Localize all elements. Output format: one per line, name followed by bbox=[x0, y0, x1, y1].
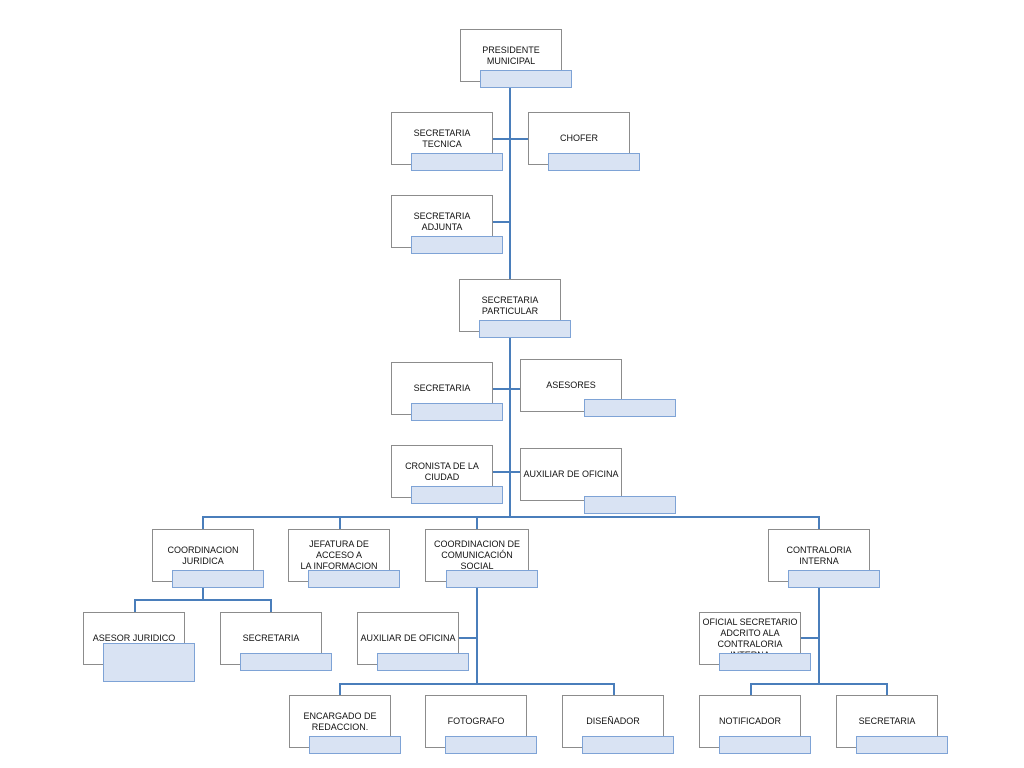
tag-auxiliar-oficina-comunicacion bbox=[377, 653, 469, 671]
tag-notificador bbox=[719, 736, 811, 754]
label-secretaria-adjunta: SECRETARIA ADJUNTA bbox=[413, 210, 471, 232]
tag-secretaria-particular bbox=[479, 320, 571, 338]
box-secretaria-tecnica: SECRETARIA TECNICA bbox=[391, 112, 493, 165]
connector-auxiliar-oficina-2 bbox=[459, 637, 477, 639]
label-coordinacion-juridica: COORDINACION JURIDICA bbox=[167, 544, 239, 566]
connector-secretaria-tecnica bbox=[492, 138, 510, 140]
connector-auxiliar-oficina bbox=[510, 471, 520, 473]
label-auxiliar-oficina-comunicacion: AUXILIAR DE OFICINA bbox=[360, 633, 456, 643]
label-secretaria-particular: SECRETARIA PARTICULAR bbox=[481, 294, 539, 316]
tag-coordinacion-comunicacion-social bbox=[446, 570, 538, 588]
label-presidente-municipal: PRESIDENTE MUNICIPAL bbox=[482, 44, 540, 66]
tag-asesor-juridico bbox=[103, 643, 195, 682]
connector-drop-disenador bbox=[613, 683, 615, 697]
tag-contraloria-interna bbox=[788, 570, 880, 588]
label-auxiliar-oficina: AUXILIAR DE OFICINA bbox=[523, 469, 619, 479]
label-coordinacion-comunicacion-social: COORDINACION DE COMUNICACIÓN SOCIAL bbox=[433, 539, 520, 571]
connector-oficial-secretario bbox=[801, 637, 819, 639]
connector-comunicacion-trunk bbox=[476, 588, 478, 685]
label-secretaria-juridica: SECRETARIA bbox=[242, 633, 300, 643]
connector-drop-contraloria bbox=[818, 516, 820, 530]
connector-contraloria-trunk bbox=[818, 588, 820, 685]
label-encargado-redaccion: ENCARGADO DE REDACCION. bbox=[303, 710, 377, 732]
connector-chofer bbox=[510, 138, 528, 140]
label-secretaria: SECRETARIA bbox=[413, 383, 471, 393]
tag-secretaria-juridica bbox=[240, 653, 332, 671]
label-secretaria-contraloria: SECRETARIA bbox=[858, 716, 916, 726]
connector-drop-comunicacion bbox=[476, 516, 478, 530]
tag-encargado-redaccion bbox=[309, 736, 401, 754]
tag-jefatura-acceso-informacion bbox=[308, 570, 400, 588]
connector-drop-asesor-juridico bbox=[134, 599, 136, 613]
connector-drop-notificador bbox=[750, 683, 752, 697]
connector-comunicacion-bus bbox=[339, 683, 615, 685]
tag-auxiliar-oficina bbox=[584, 496, 676, 514]
connector-asesores bbox=[510, 388, 520, 390]
box-auxiliar-oficina: AUXILIAR DE OFICINA bbox=[520, 448, 622, 501]
tag-disenador bbox=[582, 736, 674, 754]
label-secretaria-tecnica: SECRETARIA TECNICA bbox=[413, 127, 471, 149]
connector-juridica-down bbox=[202, 588, 204, 600]
tag-secretaria-tecnica bbox=[411, 153, 503, 171]
label-asesor-juridico: ASESOR JURIDICO bbox=[92, 633, 176, 643]
connector-contraloria-bus bbox=[750, 683, 888, 685]
label-chofer: CHOFER bbox=[560, 133, 598, 143]
label-asesores: ASESORES bbox=[546, 380, 596, 390]
connector-drop-secretaria-contraloria bbox=[886, 683, 888, 697]
label-notificador: NOTIFICADOR bbox=[719, 716, 781, 726]
tag-secretaria bbox=[411, 403, 503, 421]
connector-level3-bus bbox=[202, 516, 820, 518]
label-jefatura-acceso-informacion: JEFATURA DE ACCESO A LA INFORMACION bbox=[300, 539, 378, 571]
tag-presidente-municipal bbox=[480, 70, 572, 88]
tag-cronista-ciudad bbox=[411, 486, 503, 504]
connector-juridica-bus bbox=[134, 599, 272, 601]
label-fotografo: FOTOGRAFO bbox=[447, 716, 505, 726]
tag-chofer bbox=[548, 153, 640, 171]
connector-drop-secretaria-juridica bbox=[270, 599, 272, 613]
label-contraloria-interna: CONTRALORIA INTERNA bbox=[786, 544, 852, 566]
connector-secretaria bbox=[492, 388, 510, 390]
connector-drop-encargado bbox=[339, 683, 341, 697]
tag-coordinacion-juridica bbox=[172, 570, 264, 588]
label-cronista-ciudad: CRONISTA DE LA CIUDAD bbox=[405, 460, 479, 482]
tag-asesores bbox=[584, 399, 676, 417]
label-disenador: DISEÑADOR bbox=[586, 716, 640, 726]
tag-oficial-secretario bbox=[719, 653, 811, 671]
connector-secretaria-adjunta bbox=[492, 221, 510, 223]
connector-cronista bbox=[492, 471, 510, 473]
tag-secretaria-contraloria bbox=[856, 736, 948, 754]
tag-fotografo bbox=[445, 736, 537, 754]
tag-secretaria-adjunta bbox=[411, 236, 503, 254]
connector-drop-juridica bbox=[202, 516, 204, 530]
connector-drop-jefatura bbox=[339, 516, 341, 530]
